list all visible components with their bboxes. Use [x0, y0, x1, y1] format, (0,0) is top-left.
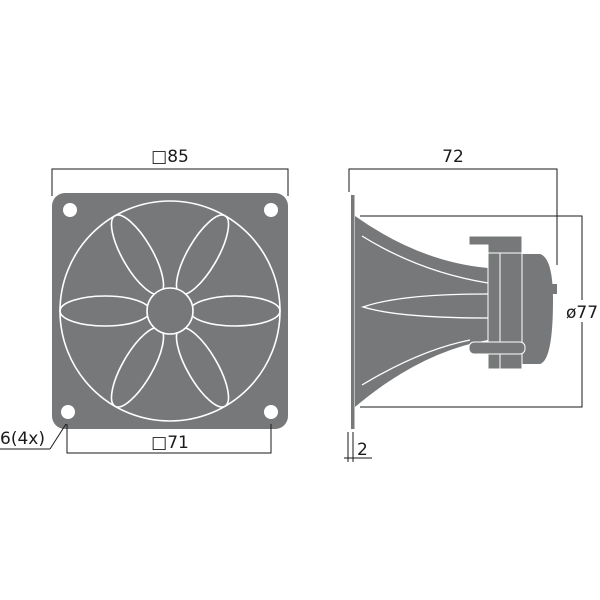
- mounting-hole: [61, 405, 75, 419]
- mounting-hole: [63, 203, 77, 217]
- grille-hub: [146, 287, 194, 335]
- mounting-hole: [264, 405, 278, 419]
- side-view: 72 ø77 2: [344, 147, 600, 462]
- dimension-71: [0, 423, 272, 454]
- front-view: □85 □71 6(4x): [0, 147, 289, 454]
- dimension-2: [344, 432, 372, 462]
- top-bracket: [468, 235, 523, 254]
- dimension-85: [51, 168, 289, 196]
- thickness-label: 2: [357, 440, 368, 460]
- rear-cap: [520, 254, 553, 364]
- horn: [355, 216, 488, 407]
- horn-contours: [360, 235, 489, 386]
- hole-label: 6(4x): [0, 429, 45, 449]
- flange: [351, 195, 355, 429]
- mounting-hole: [264, 203, 278, 217]
- hole-spacing-label: □71: [151, 433, 189, 453]
- grille: [59, 200, 281, 422]
- width-label: □85: [151, 147, 189, 167]
- dimension-72: [348, 168, 558, 265]
- mounting-holes: [61, 203, 278, 419]
- diameter-label: ø77: [566, 303, 598, 323]
- bottom-bracket: [468, 341, 526, 355]
- depth-label: 72: [442, 147, 464, 167]
- terminal-tab: [549, 284, 557, 294]
